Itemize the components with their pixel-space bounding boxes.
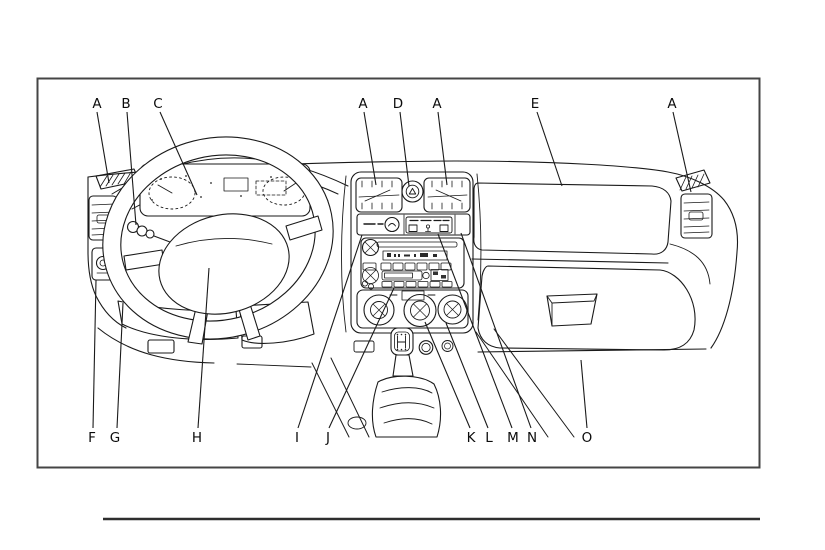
callout-l-letter-temperature-knob: L: [485, 430, 493, 446]
callout-k-letter-climate-controls: K: [467, 430, 477, 446]
callout-g-letter-driver-lower-panel: G: [110, 430, 120, 446]
accessory-button: [441, 340, 454, 352]
gear-shifter: [371, 327, 442, 438]
power-outlet: [418, 340, 434, 355]
callout-k-leader-climate-controls: [424, 321, 471, 429]
callout-l-leader-temperature-knob: [445, 322, 489, 429]
center-left-air-outlet: [355, 177, 403, 213]
fan-knob: [363, 294, 395, 326]
callout-b-letter-turn-signal-lever: B: [121, 96, 130, 112]
passenger-side-air-outlet: [675, 169, 713, 239]
callout-a-leader-passenger-side-air-outlet: [672, 111, 692, 193]
hazard-warning-switch: [401, 180, 424, 203]
callout-a-letter-center-left-air-outlet: A: [358, 96, 368, 112]
callout-a-leader-center-right-air-outlet: [437, 111, 448, 186]
passenger-airbag-indicator: [405, 216, 453, 234]
callout-o-letter-glove-box: O: [582, 430, 593, 446]
center-right-air-outlet: [423, 177, 471, 213]
radio-volume-knob: [361, 238, 380, 257]
callout-b-leader-turn-signal-lever: [126, 111, 137, 226]
shift-boot: [371, 375, 442, 438]
callout-o-leader-glove-box: [580, 359, 588, 429]
mode-knob: [403, 293, 437, 328]
callout-a-leader-center-left-air-outlet: [363, 111, 377, 186]
shift-lever: [392, 354, 414, 377]
passenger-airbag-panel: [471, 182, 672, 264]
callout-j-leader-audio-system: [328, 287, 395, 429]
callout-e-letter-passenger-airbag-panel: E: [531, 96, 540, 112]
switch-strip: [356, 213, 471, 236]
callout-c-leader-instrument-cluster: [159, 111, 198, 196]
callout-m-leader-passenger-airbag-indicator: [437, 233, 513, 429]
callout-a-letter-passenger-side-air-outlet: A: [667, 96, 677, 112]
glove-box-handle: [546, 293, 598, 327]
shift-knob: [390, 327, 414, 356]
callout-h-letter-steering-wheel-horn-pad: H: [192, 430, 202, 446]
callout-a-leader-driver-side-air-outlet: [96, 111, 110, 184]
radio-display-glyphs: [387, 253, 437, 257]
center-stack: [350, 171, 474, 355]
callout-c-letter-instrument-cluster: C: [153, 96, 162, 112]
callout-g-leader-driver-lower-panel: [116, 302, 124, 429]
center-console: [311, 328, 575, 438]
callout-e-leader-passenger-airbag-panel: [536, 111, 563, 187]
climate-controls: [356, 289, 469, 329]
callout-n-leader-passenger-airbag-indicator-right: [460, 232, 532, 429]
cd-slot: [376, 241, 458, 248]
callout-f-letter-exterior-lamps-control: F: [88, 430, 96, 446]
callout-a-letter-center-right-air-outlet: A: [432, 96, 442, 112]
callout-m-letter-passenger-airbag-indicator: M: [507, 430, 519, 446]
steering-wheel-horn-pad: [158, 213, 290, 315]
audio-system: [360, 237, 465, 290]
callout-a-letter-driver-side-air-outlet: A: [92, 96, 102, 112]
glove-box: [477, 265, 696, 351]
steering-wheel: [102, 136, 334, 345]
driver-knee-bolster: [117, 300, 315, 354]
callout-h-leader-steering-wheel-horn-pad: [197, 267, 210, 429]
callout-f-leader-exterior-lamps-control: [92, 279, 97, 429]
callout-d-leader-hazard-warning-switch: [399, 111, 410, 187]
radio-display: [382, 250, 448, 261]
radio-buttons: [361, 262, 453, 290]
callout-i-leader-traction-control-switch: [297, 234, 363, 429]
callout-n-letter-passenger-airbag-indicator-right: N: [527, 430, 537, 446]
callout-i-letter-traction-control-switch: I: [295, 430, 299, 446]
traction-control-switch: [363, 216, 400, 233]
callout-j-letter-audio-system: J: [325, 430, 330, 446]
callout-d-letter-hazard-warning-switch: D: [393, 96, 403, 112]
